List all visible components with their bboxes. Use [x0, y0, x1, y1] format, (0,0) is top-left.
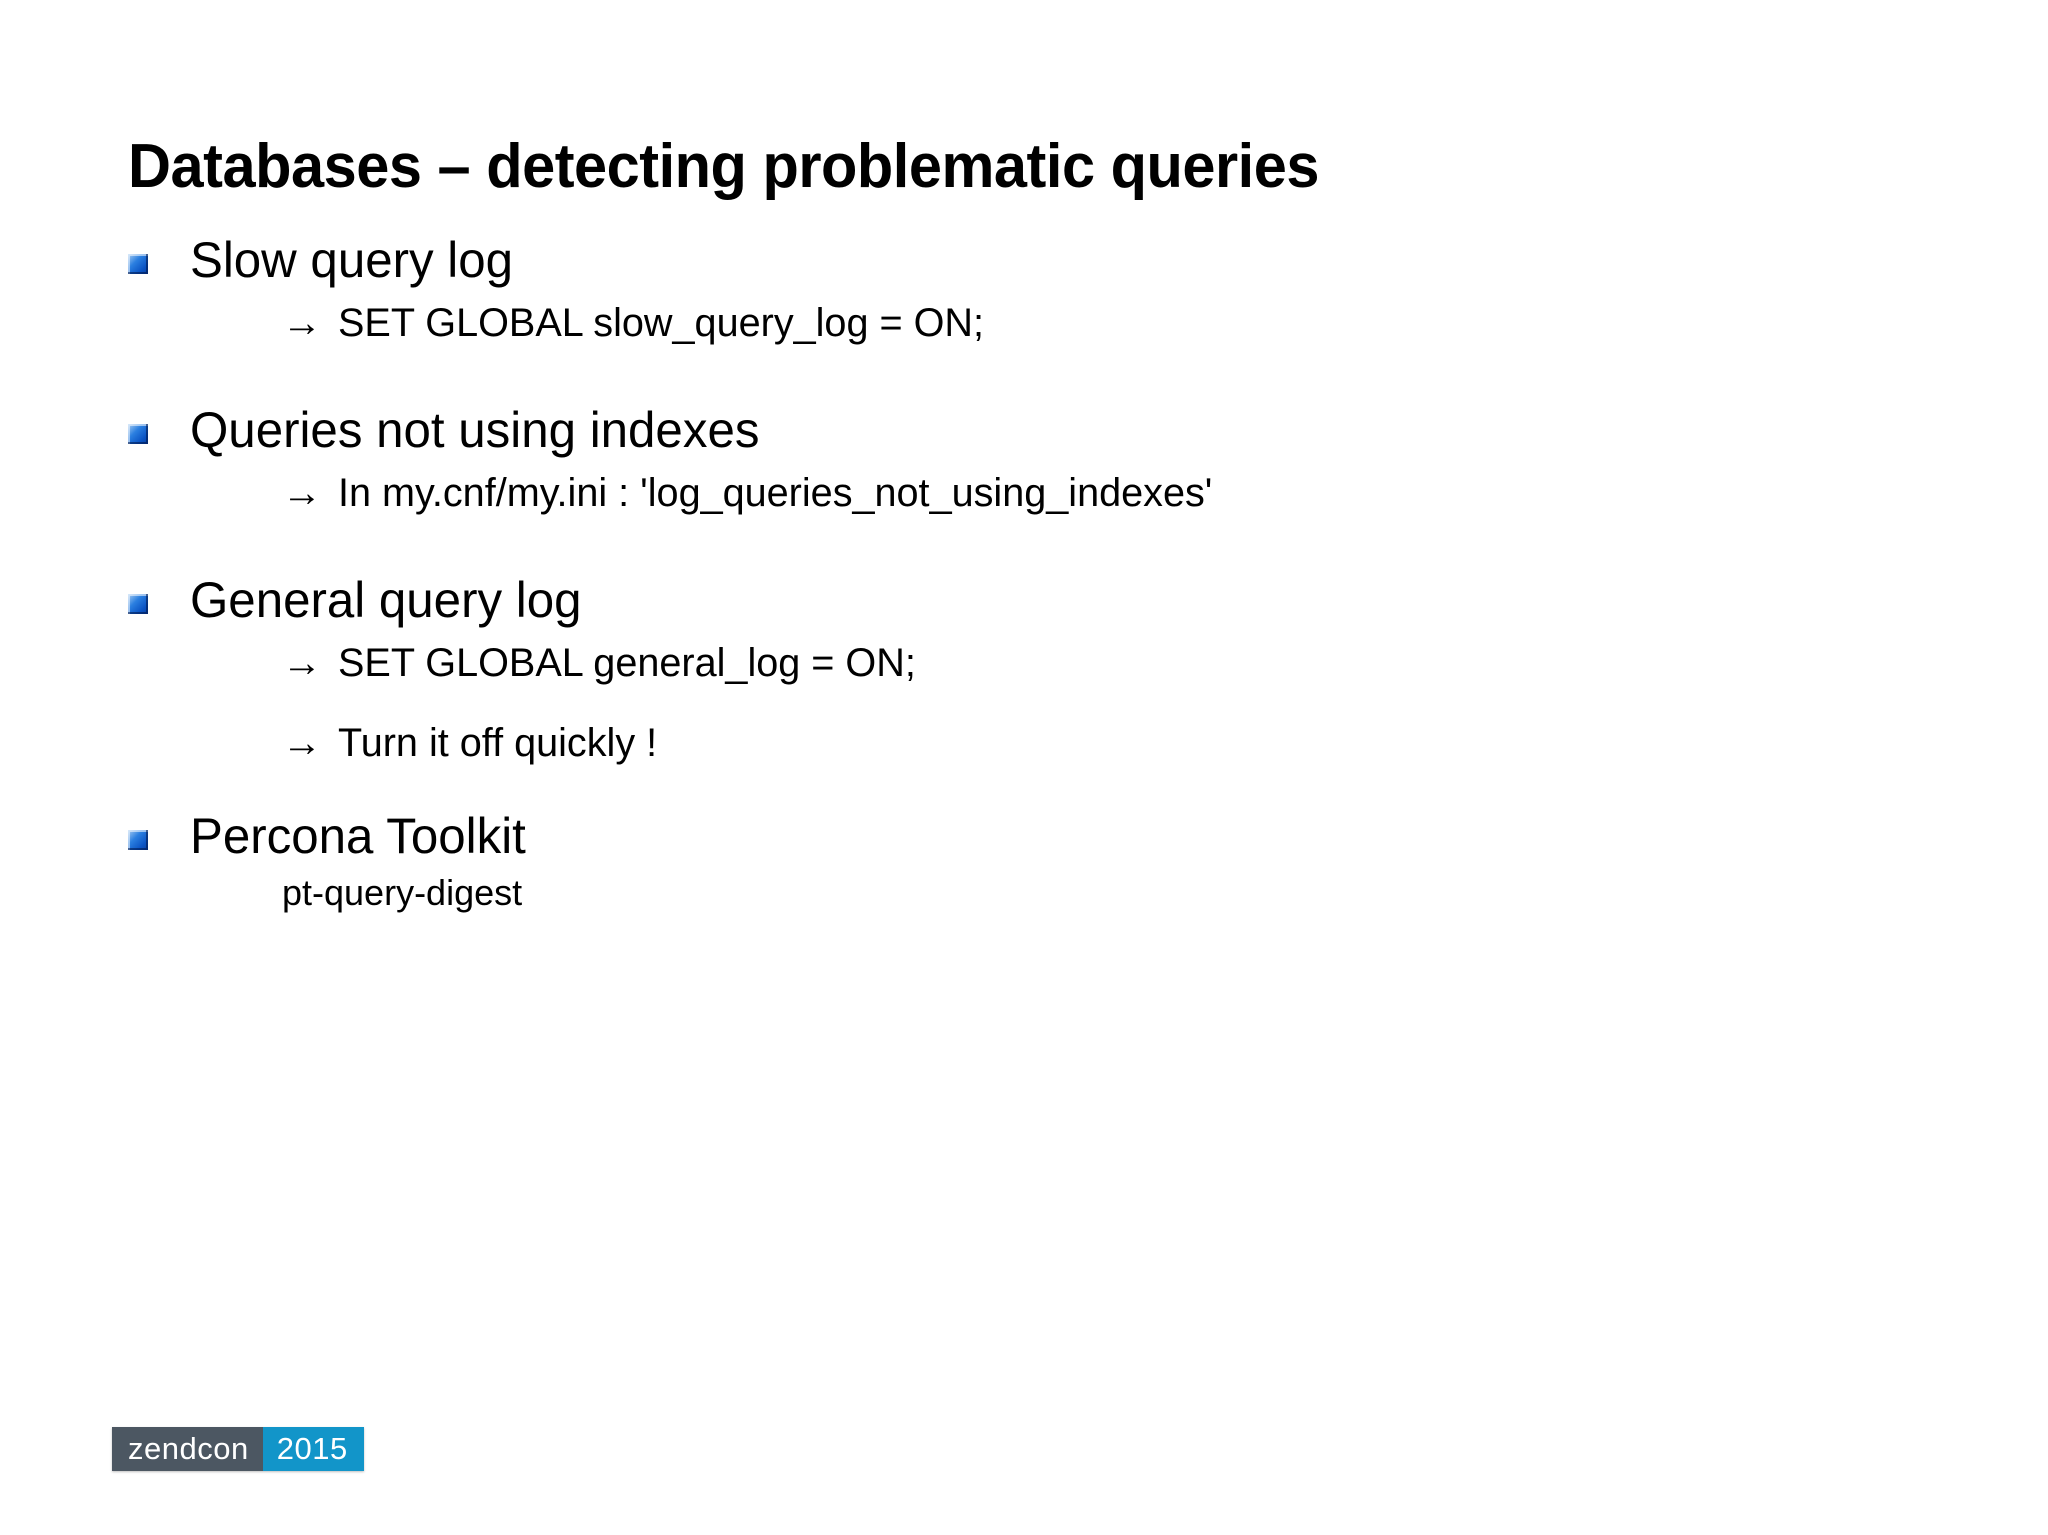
arrow-right-icon: → — [282, 471, 322, 515]
sub-bullet-label: pt-query-digest — [282, 872, 523, 913]
square-bullet-icon — [128, 594, 148, 614]
sub-bullet-item: → Turn it off quickly ! — [0, 720, 2048, 772]
block-spacer — [0, 352, 2048, 402]
sub-bullet-label: SET GLOBAL general_log = ON; — [338, 641, 916, 685]
bullet-block-general-query-log: General query log → SET GLOBAL general_l… — [0, 572, 2048, 772]
sub-bullet-item: → In my.cnf/my.ini : 'log_queries_not_us… — [0, 470, 2048, 522]
bullet-item: General query log — [0, 572, 2048, 634]
block-spacer — [0, 772, 2048, 808]
bullet-item: Slow query log — [0, 232, 2048, 294]
bullet-block-percona-toolkit: Percona Toolkit pt-query-digest — [0, 808, 2048, 914]
bullet-item: Queries not using indexes — [0, 402, 2048, 464]
square-bullet-icon — [128, 424, 148, 444]
logo-year: 2015 — [262, 1427, 364, 1471]
arrow-right-icon: → — [282, 721, 322, 765]
bullet-label: Percona Toolkit — [190, 808, 526, 864]
bullet-label: Slow query log — [190, 232, 514, 288]
page-title: Databases – detecting problematic querie… — [128, 131, 1319, 201]
sub-bullet-item: → SET GLOBAL slow_query_log = ON; — [0, 300, 2048, 352]
bullet-label: Queries not using indexes — [190, 402, 760, 458]
square-bullet-icon — [128, 254, 148, 274]
block-spacer — [0, 522, 2048, 572]
arrow-right-icon: → — [282, 301, 322, 345]
bullet-block-queries-not-using-indexes: Queries not using indexes → In my.cnf/my… — [0, 402, 2048, 522]
sub-bullet-label: In my.cnf/my.ini : 'log_queries_not_usin… — [338, 471, 1213, 515]
square-bullet-icon — [128, 830, 148, 850]
bullet-block-slow-query-log: Slow query log → SET GLOBAL slow_query_l… — [0, 232, 2048, 352]
logo-name: zendcon — [112, 1427, 263, 1471]
sub-bullet-label: Turn it off quickly ! — [338, 721, 658, 765]
slide-body: Slow query log → SET GLOBAL slow_query_l… — [0, 232, 2048, 914]
bullet-label: General query log — [190, 572, 582, 628]
arrow-right-icon: → — [282, 641, 322, 685]
sub-bullet-item: → SET GLOBAL general_log = ON; — [0, 640, 2048, 692]
sub-bullet-label: SET GLOBAL slow_query_log = ON; — [338, 301, 985, 345]
sub-spacer — [0, 692, 2048, 714]
zendcon-logo: zendcon 2015 — [112, 1427, 364, 1471]
bullet-item: Percona Toolkit — [0, 808, 2048, 870]
